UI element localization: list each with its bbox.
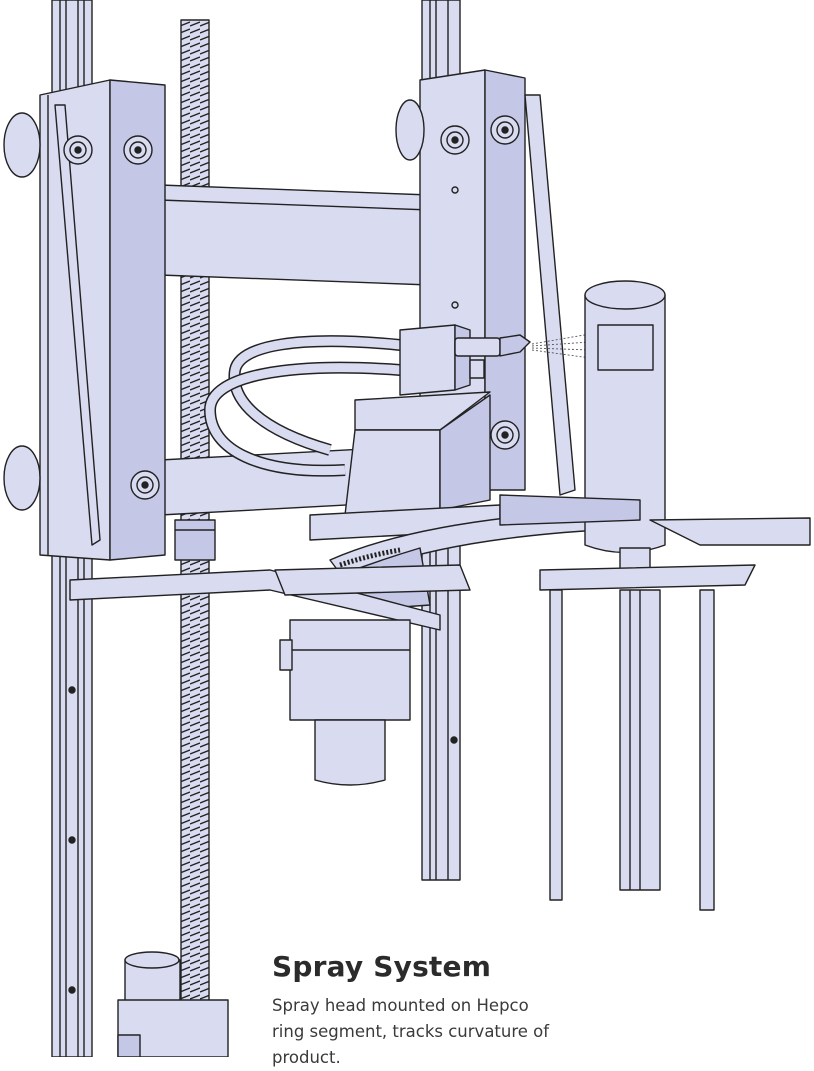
- left-bracket-plate: [39, 79, 166, 561]
- caption: Spray System Spray head mounted on Hepco…: [272, 950, 812, 1071]
- base-plates: [69, 564, 471, 631]
- caption-title: Spray System: [272, 950, 492, 983]
- left-wheel-mounts: [3, 112, 41, 511]
- upper-cross-beam: [159, 184, 431, 286]
- product-cylinder: [584, 280, 666, 574]
- left-bracket-bolts: [63, 135, 160, 500]
- product-platform: [499, 494, 811, 591]
- support-legs: [549, 589, 715, 911]
- stepper-motor: [117, 951, 229, 1057]
- caption-body: Spray head mounted on Hepco ring segment…: [272, 996, 550, 1067]
- spray-head: [399, 324, 531, 396]
- lead-screw: [174, 19, 216, 1021]
- air-hoses: [204, 335, 401, 477]
- ring-drive-motor: [279, 619, 411, 786]
- spray-nozzle-mist: [531, 333, 591, 359]
